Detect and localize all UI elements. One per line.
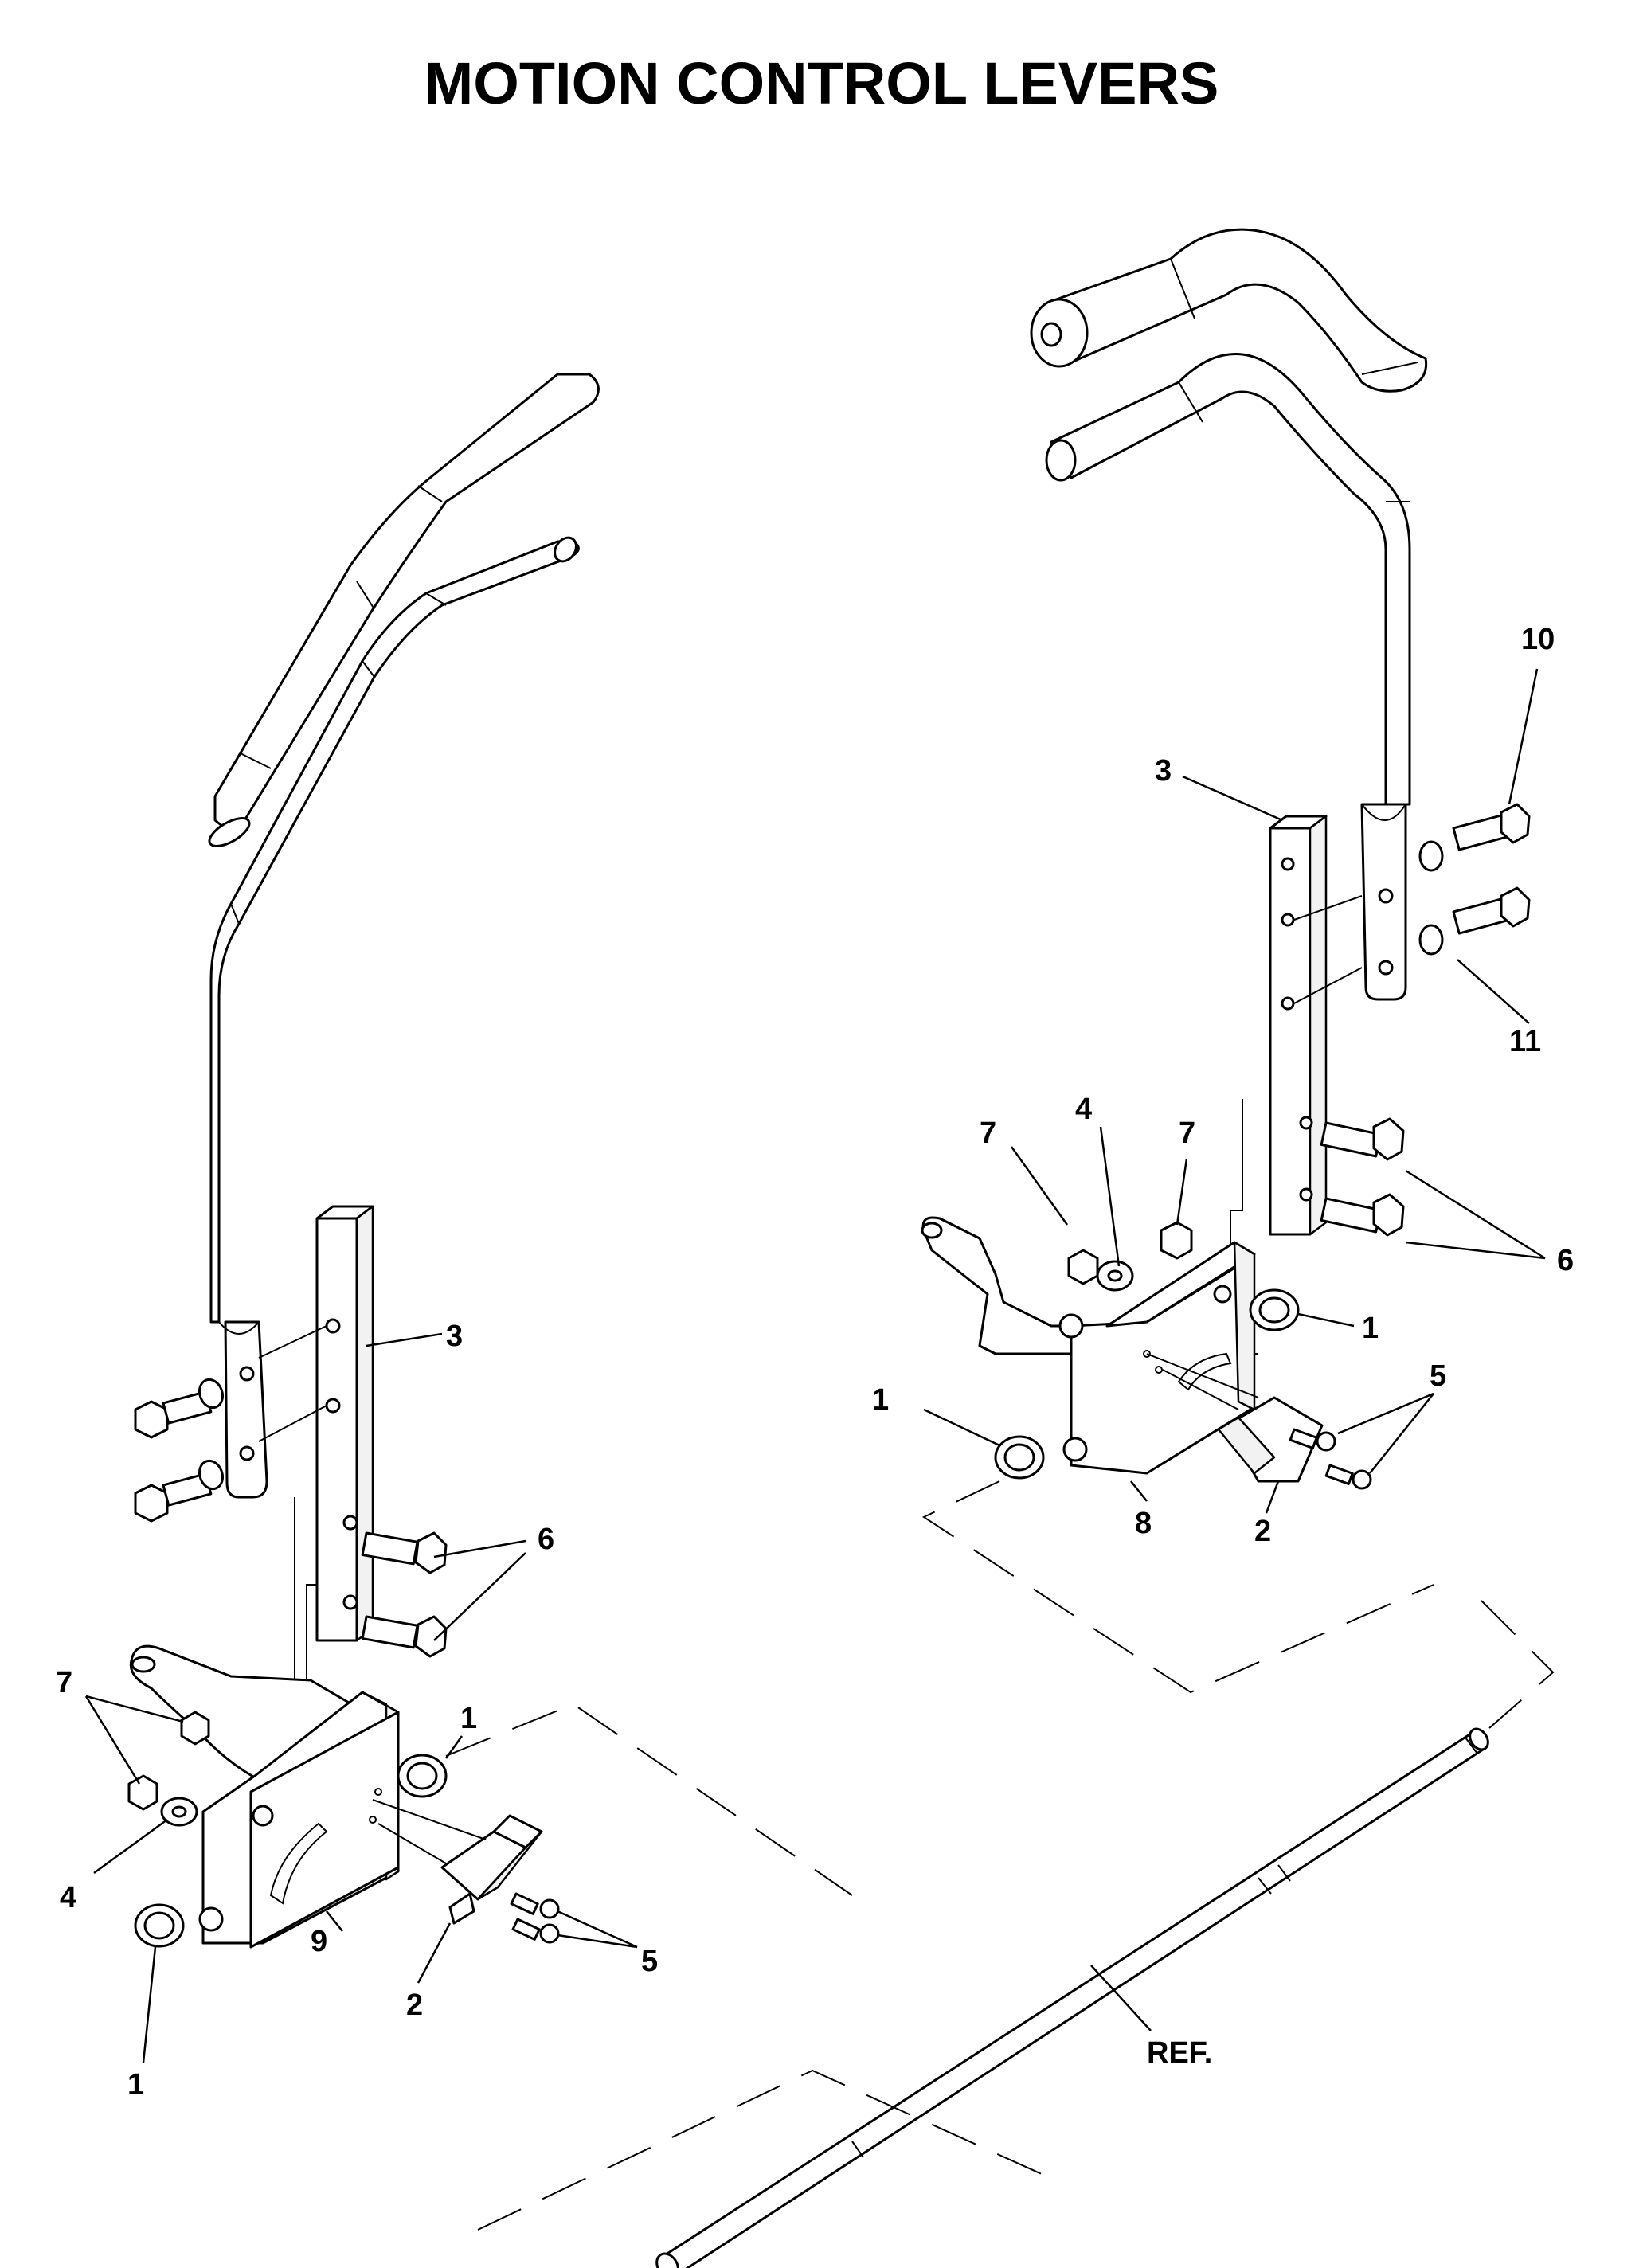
right-switch-part-2: [1146, 1353, 1324, 1483]
callout-right-8: 8: [1135, 1507, 1152, 1540]
callout-right-6: 6: [1557, 1244, 1574, 1277]
right-bushing-part-1-lower: [994, 1435, 1045, 1480]
callout-right-7-right: 7: [1179, 1116, 1195, 1150]
left-lever-arm-part-3: [258, 1205, 374, 1642]
callout-right-3: 3: [1155, 754, 1172, 788]
callout-left-1-lower: 1: [127, 2068, 144, 2102]
callout-left-5: 5: [641, 1945, 658, 1978]
right-lower-handle-tube: [1045, 352, 1411, 806]
diagram-title: MOTION CONTROL LEVERS: [424, 50, 1219, 116]
right-bushing-part-1-upper: [1249, 1288, 1300, 1331]
left-washer-part-4: [160, 1797, 198, 1827]
callout-right-1-lower: 1: [872, 1383, 889, 1417]
rod-phantom-line-right: [1481, 1600, 1555, 1729]
right-nut-part-7-left: [1067, 1249, 1099, 1285]
callout-right-5: 5: [1430, 1359, 1446, 1393]
left-bracket-part-9: [129, 1644, 400, 1949]
left-lower-handle-tube: [209, 536, 580, 1324]
left-lever-assembly: [127, 373, 853, 1949]
left-nuts-part-7: [127, 1711, 210, 1811]
callout-right-11: 11: [1509, 1025, 1541, 1058]
left-bushing-part-1-upper: [397, 1754, 448, 1798]
right-bracket-part-8: [921, 1216, 1256, 1475]
callout-left-4: 4: [60, 1881, 76, 1914]
rod-phantom-line: [477, 2069, 1060, 2231]
leader-lines: [84, 668, 1546, 2063]
right-lever-assembly: [921, 228, 1531, 1694]
callout-left-6: 6: [538, 1523, 554, 1556]
left-bolts-part-6: [361, 1531, 448, 1658]
left-bushing-part-1-lower: [134, 1903, 185, 1948]
callout-left-9: 9: [311, 1925, 327, 1958]
left-handle-mount-plate: [218, 1320, 268, 1499]
callout-right-2: 2: [1254, 1515, 1271, 1548]
right-screws-part-5: [1289, 1428, 1372, 1490]
callout-left-2: 2: [406, 1988, 423, 2022]
left-phantom-line: [445, 1703, 853, 1896]
callout-right-1-upper: 1: [1362, 1312, 1379, 1345]
callout-right-4: 4: [1075, 1093, 1092, 1126]
right-bolts-part-6: [1320, 1117, 1405, 1237]
right-upper-handle: [1030, 228, 1428, 393]
callout-ref: REF.: [1147, 2036, 1212, 2070]
callout-right-7-left: 7: [980, 1116, 996, 1150]
right-nut-part-7-right: [1160, 1221, 1193, 1260]
left-handle-bolts: [134, 1378, 225, 1523]
callout-right-10: 10: [1521, 623, 1555, 656]
right-bolts-part-10: [1418, 803, 1531, 956]
right-phantom-line: [921, 1480, 1434, 1694]
right-washer-part-4: [1096, 1260, 1134, 1292]
left-upper-handle: [208, 373, 600, 847]
callout-left-7: 7: [56, 1666, 72, 1699]
right-handle-mount-plate: [1360, 803, 1407, 1001]
callout-left-3: 3: [446, 1320, 463, 1353]
connecting-rod-ref: [477, 1600, 1555, 2268]
left-switch-part-2: [372, 1799, 543, 1925]
callout-left-1-upper: 1: [460, 1702, 477, 1735]
right-lever-arm-part-3: [1269, 815, 1363, 1236]
callout-labels: 3 6 7 4 1 1 9 2 5 10 3 11 7 4 7 6 1 1 5 …: [56, 623, 1574, 2102]
left-screws-part-5: [510, 1892, 560, 1944]
